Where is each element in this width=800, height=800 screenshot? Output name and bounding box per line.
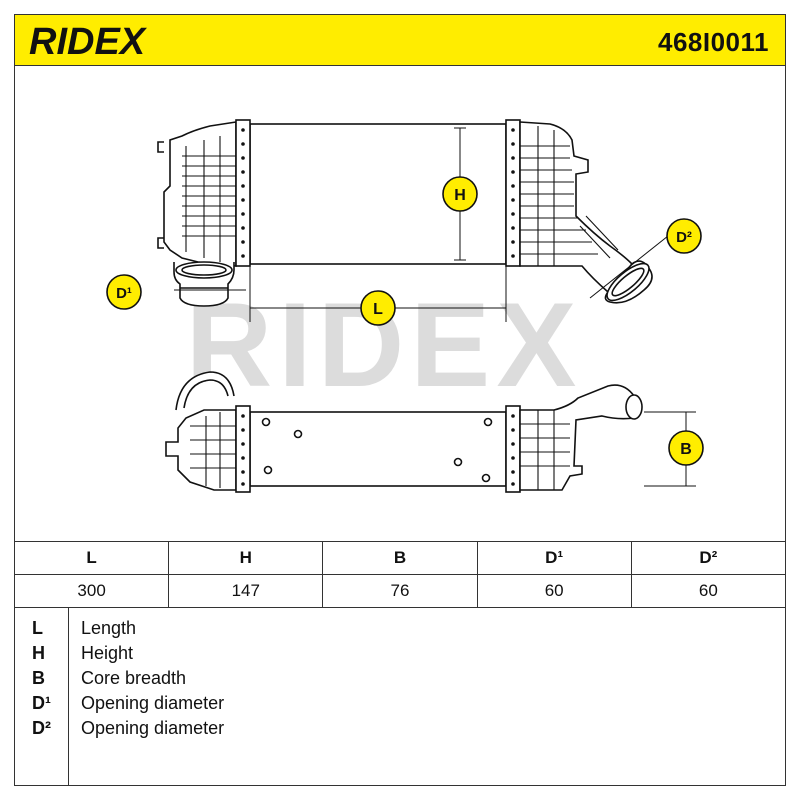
header-bar: RIDEX 468I0011 bbox=[14, 14, 786, 66]
spec-header-row: L H B D¹ D² bbox=[13, 541, 787, 575]
left-inlet-side bbox=[175, 371, 235, 411]
legend-description: Length bbox=[81, 618, 137, 638]
left-mount-pin-top bbox=[157, 141, 164, 153]
left-mount-pin-bottom bbox=[157, 237, 164, 249]
left-header-side bbox=[235, 405, 251, 493]
legend-description: Opening diameter bbox=[81, 718, 225, 738]
right-outlet-side bbox=[625, 394, 643, 420]
legend-symbol: D¹ bbox=[32, 693, 51, 713]
right-header-side bbox=[505, 405, 521, 493]
badge-l: L bbox=[360, 290, 396, 326]
legend-item: D² Opening diameter bbox=[14, 718, 786, 743]
spec-value-row: 300 147 76 60 60 bbox=[13, 574, 787, 608]
legend-symbol: L bbox=[32, 618, 43, 638]
brand-logo: RIDEX bbox=[29, 21, 148, 61]
legend-symbol: D² bbox=[32, 718, 51, 738]
technical-drawing: RIDEX bbox=[106, 119, 704, 493]
legend-description: Height bbox=[81, 643, 134, 663]
legend-item: L Length bbox=[14, 618, 786, 643]
core-side bbox=[249, 411, 507, 487]
legend-symbol: H bbox=[32, 643, 45, 663]
spec-value-d2: 60 bbox=[630, 574, 787, 608]
badge-b-label: B bbox=[680, 441, 692, 458]
badge-b: B bbox=[668, 430, 704, 466]
legend-item: H Height bbox=[14, 643, 786, 668]
legend-description: Core breadth bbox=[81, 668, 187, 688]
content-frame bbox=[14, 65, 786, 786]
left-tank-side bbox=[165, 409, 237, 491]
spec-header-d1: D¹ bbox=[476, 541, 632, 575]
right-tank-top bbox=[519, 121, 634, 294]
spec-header-d2: D² bbox=[630, 541, 787, 575]
spec-value-h: 147 bbox=[168, 574, 324, 608]
legend-divider bbox=[68, 608, 69, 786]
spec-value-l: 300 bbox=[13, 574, 170, 608]
top-view bbox=[157, 119, 653, 307]
legend-item: D¹ Opening diameter bbox=[14, 693, 786, 718]
legend-symbol: B bbox=[32, 668, 45, 688]
badge-l-label: L bbox=[373, 301, 383, 318]
legend-description: Opening diameter bbox=[81, 693, 225, 713]
spec-header-b: B bbox=[322, 541, 478, 575]
dim-line-d2 bbox=[589, 235, 669, 299]
part-number: 468I0011 bbox=[657, 27, 769, 57]
badge-h: H bbox=[442, 176, 478, 212]
badge-d1: D¹ bbox=[106, 274, 142, 310]
spec-table: L H B D¹ D² 300 147 76 60 60 bbox=[13, 541, 787, 608]
legend-item: B Core breadth bbox=[14, 668, 786, 693]
spec-value-b: 76 bbox=[322, 574, 478, 608]
spec-header-h: H bbox=[168, 541, 324, 575]
right-header-plate bbox=[505, 119, 521, 267]
left-tank-top bbox=[163, 121, 237, 267]
legend: L Length H Height B Core breadth D¹ Open… bbox=[14, 608, 786, 786]
left-header-plate bbox=[235, 119, 251, 267]
brand-logo-text: RIDEX bbox=[29, 21, 148, 61]
badge-d2-label: D² bbox=[676, 229, 692, 246]
badge-h-label: H bbox=[454, 187, 466, 204]
spec-value-d1: 60 bbox=[476, 574, 632, 608]
badge-d1-label: D¹ bbox=[116, 285, 132, 302]
side-view bbox=[165, 371, 643, 493]
spec-header-l: L bbox=[13, 541, 170, 575]
badge-d2: D² bbox=[666, 218, 702, 254]
